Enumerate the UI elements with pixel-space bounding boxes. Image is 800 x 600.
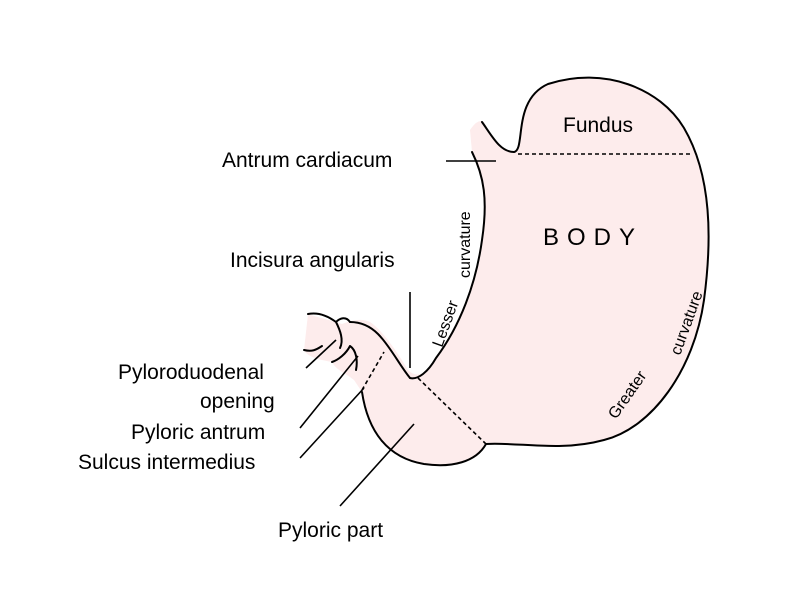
pyloroduodenal-leader	[305, 339, 337, 369]
pylorus-boundary	[361, 351, 385, 391]
stomach-fill	[304, 77, 709, 466]
label-antrum-cardiacum: Antrum cardiacum	[222, 149, 392, 172]
duodenum-outline	[303, 312, 358, 371]
greater-curvature-outline	[485, 76, 710, 447]
pyloric-lower-outline	[361, 391, 487, 467]
sulcus-leader	[299, 387, 365, 459]
label-pyloric-part: Pyloric part	[278, 519, 383, 542]
cardia-edge	[481, 121, 515, 153]
pyloric-upper-outline	[349, 321, 411, 379]
pyloric-part-leader	[339, 423, 415, 507]
label-pyloroduodenal-opening: opening	[200, 390, 275, 413]
pyloric-antrum-leader	[299, 355, 359, 429]
label-sulcus-intermedius: Sulcus intermedius	[78, 451, 255, 474]
label-incisura-angularis: Incisura angularis	[230, 249, 395, 272]
label-body: BODY	[543, 224, 643, 251]
label-lesser-curvature-2: curvature	[457, 211, 474, 278]
pyloric-boundary	[417, 377, 487, 445]
label-pyloroduodenal: Pyloroduodenal	[118, 361, 264, 384]
label-pyloric-antrum: Pyloric antrum	[131, 421, 265, 444]
lesser-curvature-outline	[409, 151, 486, 380]
label-fundus: Fundus	[563, 114, 633, 137]
